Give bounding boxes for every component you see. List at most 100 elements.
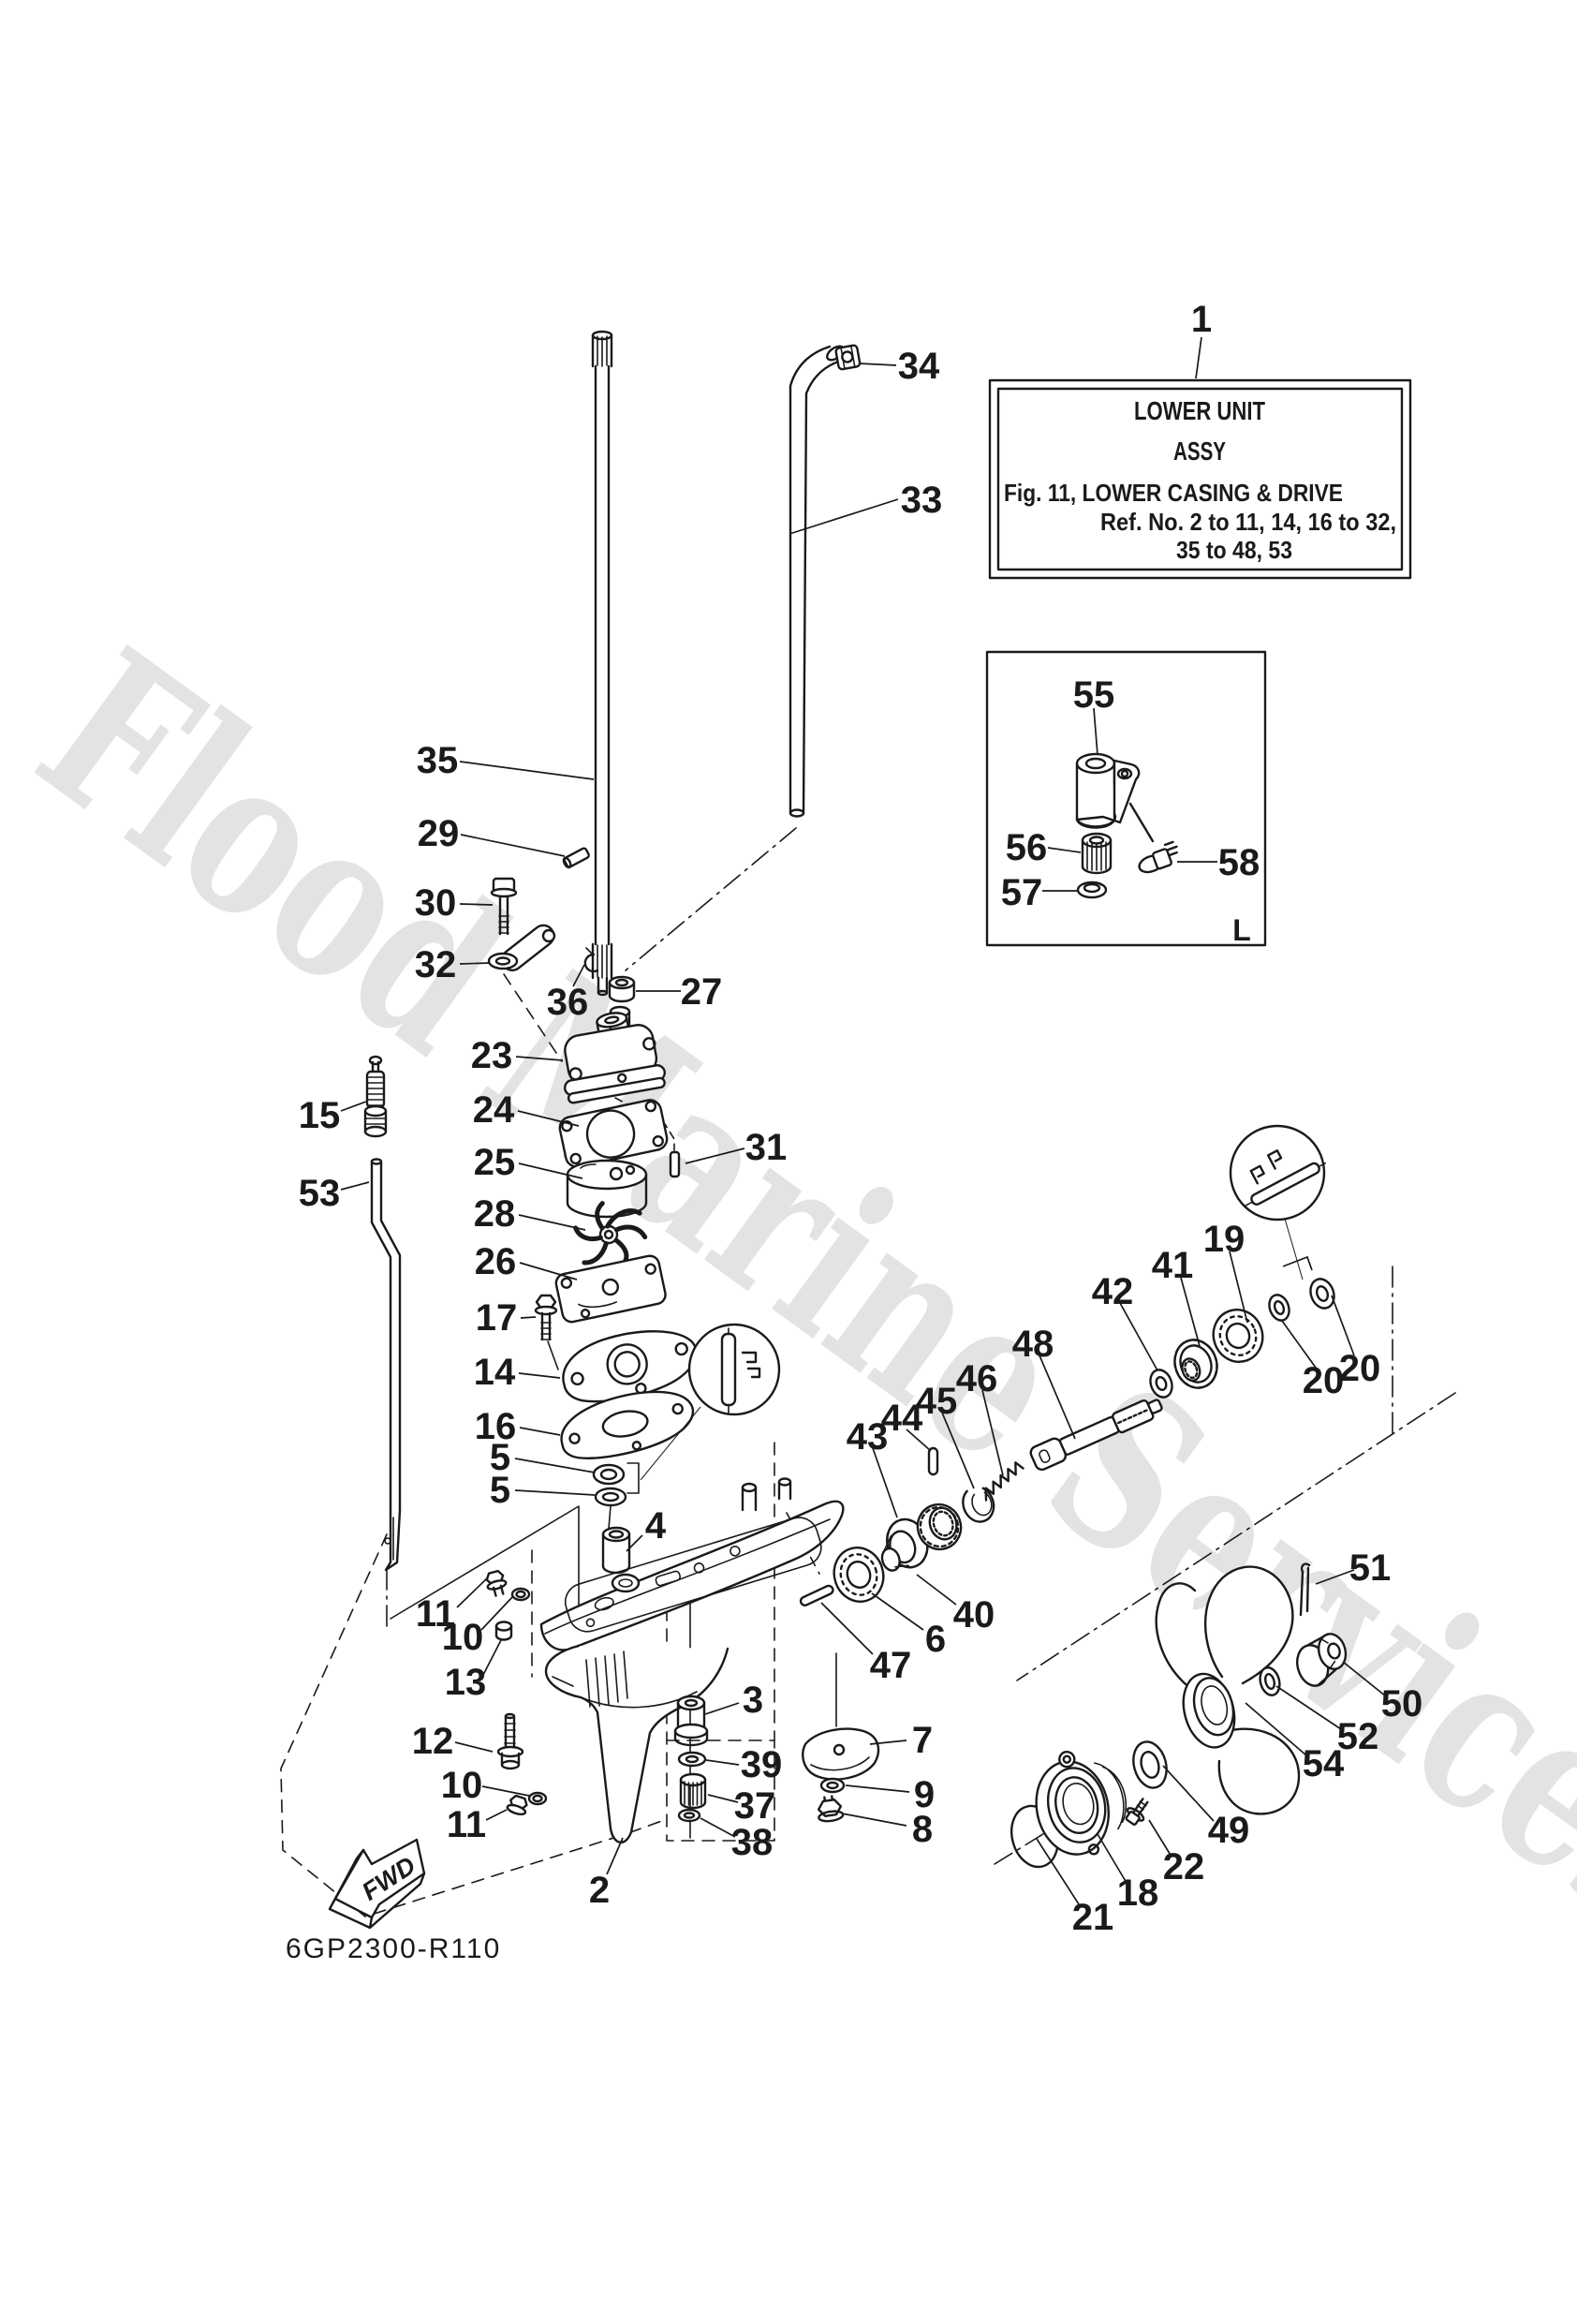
leader-line-54 — [1245, 1702, 1307, 1756]
callout-43: 43 — [847, 1416, 889, 1458]
title-line-2: ASSY — [1173, 437, 1226, 466]
leader-line-55 — [1093, 707, 1098, 756]
cotter-pin-51 — [1299, 1562, 1311, 1617]
anode-bracket-32 — [487, 924, 556, 971]
inset-corner-label: L — [1232, 913, 1251, 947]
callout-8: 8 — [912, 1809, 933, 1850]
leader-line-42 — [1119, 1302, 1158, 1371]
title-line-4: Ref. No. 2 to 11, 14, 16 to 32, — [1100, 508, 1396, 536]
pump-base-14 — [562, 1330, 698, 1403]
callout-5: 5 — [490, 1470, 510, 1511]
bearing-19 — [1212, 1309, 1264, 1363]
clip-36 — [583, 947, 599, 973]
seal-detail-inset — [687, 1323, 781, 1416]
washer-10-upper — [510, 1587, 531, 1602]
leader-line-4 — [626, 1534, 643, 1552]
outer-plate-26 — [554, 1254, 667, 1324]
leader-line-46 — [981, 1389, 1004, 1476]
thrust-washer-49 — [1132, 1740, 1168, 1789]
swivel-bracket-55 — [1075, 752, 1141, 829]
callout-54: 54 — [1303, 1743, 1345, 1784]
callout-18: 18 — [1117, 1873, 1159, 1914]
callout-50: 50 — [1381, 1683, 1423, 1724]
leader-line-35 — [459, 761, 595, 780]
callout-30: 30 — [415, 882, 457, 924]
callout-17: 17 — [476, 1297, 518, 1339]
shim-20-inner — [1268, 1294, 1290, 1322]
spring-46 — [984, 1461, 1024, 1502]
bushing-37 — [679, 1772, 707, 1810]
callout-52: 52 — [1337, 1716, 1379, 1757]
pin-31 — [669, 1150, 681, 1178]
callout-42: 42 — [1092, 1271, 1134, 1312]
leader-line-15 — [340, 1101, 367, 1112]
leader-line-44 — [906, 1428, 932, 1452]
leader-line-10 — [480, 1595, 514, 1631]
leader-line-30 — [459, 903, 494, 906]
callout-5: 5 — [490, 1437, 510, 1478]
callout-20: 20 — [1339, 1348, 1381, 1389]
bolt-12 — [496, 1712, 524, 1770]
shim-detail-inset — [1229, 1124, 1326, 1221]
bushing-56 — [1081, 832, 1113, 875]
trim-tab-7 — [802, 1727, 880, 1781]
callout-31: 31 — [745, 1127, 788, 1168]
washer-39 — [677, 1751, 707, 1768]
leader-line-16 — [519, 1427, 561, 1436]
shift-rod-53 — [370, 1158, 402, 1572]
leader-line-23 — [515, 1056, 564, 1061]
callout-39: 39 — [741, 1744, 783, 1785]
leader-line-36 — [572, 964, 585, 987]
callout-21: 21 — [1072, 1897, 1114, 1938]
washer-42 — [1149, 1369, 1173, 1399]
callout-40: 40 — [953, 1594, 995, 1636]
callout-14: 14 — [474, 1352, 516, 1393]
title-line-3: Fig. 11, LOWER CASING & DRIVE — [1004, 479, 1343, 507]
callout-38: 38 — [731, 1822, 774, 1863]
leader-line-9 — [845, 1784, 910, 1793]
leader-line-39 — [705, 1759, 740, 1766]
callout-34: 34 — [898, 346, 940, 387]
bolt-58 — [1138, 840, 1178, 874]
leader-line-31 — [685, 1147, 745, 1164]
callout-55: 55 — [1073, 674, 1115, 716]
title-box — [988, 378, 1412, 580]
callout-10: 10 — [442, 1617, 484, 1658]
bearing-carrier-18 — [1035, 1750, 1127, 1856]
callout-3: 3 — [743, 1680, 763, 1721]
callout-44: 44 — [881, 1398, 923, 1439]
leader-line-41 — [1180, 1277, 1201, 1347]
callout-2: 2 — [589, 1870, 610, 1911]
leader-line-22 — [1148, 1819, 1172, 1858]
callout-57: 57 — [1001, 872, 1043, 913]
callout-23: 23 — [471, 1035, 513, 1076]
pin-47 — [799, 1584, 834, 1606]
callout-15: 15 — [299, 1095, 341, 1136]
leader-line-51 — [1315, 1569, 1355, 1585]
construction-lines — [280, 827, 1456, 1917]
leader-line-47 — [820, 1602, 874, 1655]
leader-line-53 — [340, 1181, 370, 1191]
propeller-54 — [1155, 1565, 1301, 1815]
pin-44 — [927, 1446, 939, 1476]
propeller-nut-50 — [1296, 1633, 1348, 1687]
callout-35: 35 — [417, 740, 459, 781]
title-line-1: LOWER UNIT — [1134, 396, 1265, 425]
washer-57 — [1076, 881, 1108, 899]
title-line-5: 35 to 48, 53 — [1176, 536, 1292, 564]
callout-22: 22 — [1163, 1846, 1205, 1887]
leader-line-52 — [1275, 1685, 1342, 1730]
leader-line-34 — [858, 363, 897, 366]
leader-line-10 — [481, 1785, 530, 1797]
bolt-8 — [817, 1795, 845, 1823]
washer-9 — [819, 1777, 846, 1794]
mount-3 — [673, 1695, 709, 1747]
leader-line-26 — [519, 1262, 578, 1280]
bolt-30 — [490, 877, 518, 936]
callout-48: 48 — [1012, 1324, 1054, 1365]
callout-47: 47 — [870, 1645, 912, 1686]
leader-line-2 — [606, 1837, 624, 1875]
forward-gear-41 — [1173, 1339, 1218, 1389]
callout-51: 51 — [1349, 1547, 1392, 1589]
